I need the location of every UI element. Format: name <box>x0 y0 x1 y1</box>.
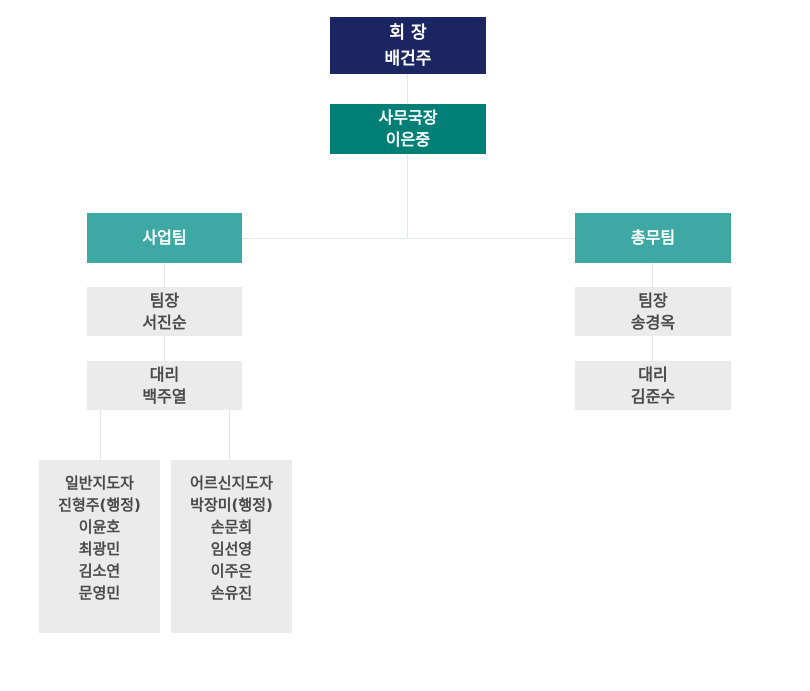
senior-instructors-heading: 어르신지도자 <box>190 474 273 492</box>
business-leader-title: 팀장 <box>149 290 180 310</box>
general-instructor-member: 김소연 <box>78 562 121 580</box>
senior-instructor-member: 손유진 <box>210 584 253 602</box>
general-affairs-team-label: 총무팀 <box>630 228 676 247</box>
business-leader-name: 서진순 <box>142 312 187 332</box>
connector-horizontal <box>242 238 575 239</box>
affairs-leader-title: 팀장 <box>638 290 668 310</box>
connector-general-list <box>100 410 101 460</box>
general-instructors-box: 일반지도자 진형주(행정) 이윤호 최광민 김소연 문영민 <box>39 460 160 633</box>
business-team-label: 사업팀 <box>142 228 187 247</box>
general-affairs-team-box: 총무팀 <box>575 213 731 263</box>
general-instructor-member: 문영민 <box>78 584 121 602</box>
affairs-leader-name: 송경옥 <box>630 312 676 332</box>
business-assistant-name: 백주열 <box>142 386 187 406</box>
connector-business-leader <box>164 263 165 287</box>
chairman-box: 회 장 배건주 <box>330 17 486 74</box>
secretary-general-box: 사무국장 이은중 <box>330 104 486 154</box>
chairman-name: 배건주 <box>384 48 432 69</box>
senior-instructor-member: 손문희 <box>210 518 253 536</box>
business-team-box: 사업팀 <box>87 213 242 263</box>
connector-business-assistant <box>164 336 165 361</box>
connector-chairman-secretary <box>407 74 408 104</box>
connector-affairs-assistant <box>652 336 653 361</box>
affairs-assistant-name: 김준수 <box>630 386 676 406</box>
general-instructor-member: 진형주(행정) <box>58 496 141 514</box>
connector-affairs-leader <box>652 263 653 287</box>
general-instructor-member: 최광민 <box>78 540 121 558</box>
senior-instructor-member: 박장미(행정) <box>190 496 273 514</box>
chairman-title: 회 장 <box>389 22 427 43</box>
senior-instructor-member: 이주은 <box>210 562 253 580</box>
business-team-leader-box: 팀장 서진순 <box>87 287 242 336</box>
general-affairs-leader-box: 팀장 송경옥 <box>575 287 731 336</box>
connector-secretary-down <box>407 154 408 239</box>
secretary-general-name: 이은중 <box>385 130 431 149</box>
secretary-general-title: 사무국장 <box>378 108 438 127</box>
senior-instructor-member: 임선영 <box>210 540 253 558</box>
general-instructor-member: 이윤호 <box>78 518 121 536</box>
general-affairs-assistant-box: 대리 김준수 <box>575 361 731 410</box>
business-assistant-title: 대리 <box>149 364 180 384</box>
senior-instructors-box: 어르신지도자 박장미(행정) 손문희 임선영 이주은 손유진 <box>171 460 292 633</box>
connector-senior-list <box>229 410 230 460</box>
affairs-assistant-title: 대리 <box>638 364 668 384</box>
business-team-assistant-box: 대리 백주열 <box>87 361 242 410</box>
general-instructors-heading: 일반지도자 <box>64 474 134 492</box>
